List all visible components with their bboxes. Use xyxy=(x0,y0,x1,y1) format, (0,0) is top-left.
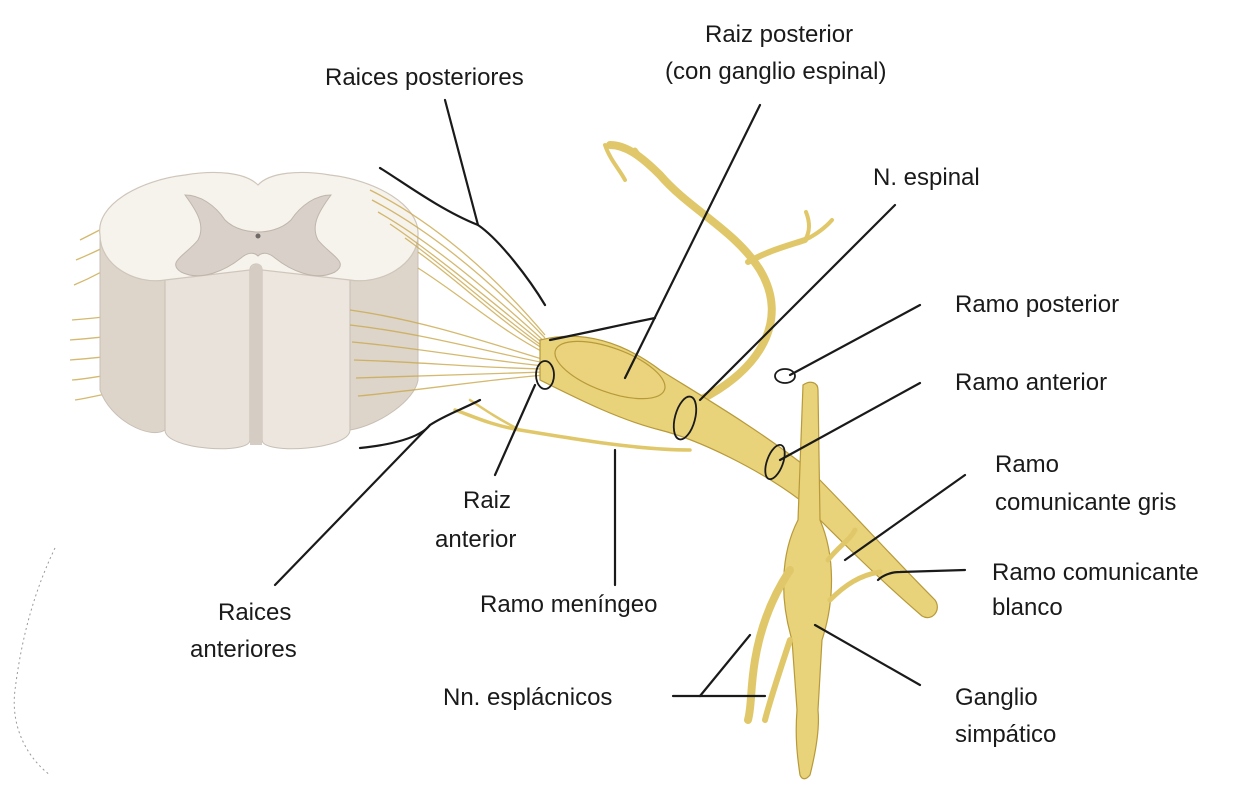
cord-lateral-left xyxy=(99,234,166,434)
label-ramo-gris-line1: Ramo xyxy=(995,451,1059,478)
white-ramus-branch xyxy=(827,569,883,603)
splanchnic-branch xyxy=(744,566,794,724)
central-canal xyxy=(255,233,261,239)
label-raiz-anterior-line1: Raiz xyxy=(463,487,511,514)
sympathetic-trunk xyxy=(783,381,833,780)
label-raices-posteriores: Raices posteriores xyxy=(325,64,524,91)
label-ramo-posterior: Ramo posterior xyxy=(955,291,1119,318)
label-ramo-anterior: Ramo anterior xyxy=(955,369,1107,396)
spinal-ganglion xyxy=(554,340,666,400)
label-ramo-gris-line2: comunicante gris xyxy=(995,489,1176,516)
label-ganglio-line2: simpático xyxy=(955,721,1056,748)
label-ganglio-line1: Ganglio xyxy=(955,684,1038,711)
spinal-cord xyxy=(69,171,419,450)
label-raices-anteriores-line2: anteriores xyxy=(190,636,297,663)
anterior-root-fibers xyxy=(349,309,546,397)
label-nn-esplacnicos: Nn. esplácnicos xyxy=(443,684,612,711)
spinal-nerve xyxy=(453,141,938,780)
anterior-median-fissure xyxy=(250,264,263,445)
label-ramo-blanco-line2: blanco xyxy=(992,594,1063,621)
label-ramo-meningeo: Ramo meníngeo xyxy=(480,591,657,618)
label-raiz-posterior-line1: Raiz posterior xyxy=(705,21,853,48)
white-matter xyxy=(99,171,419,282)
cord-anterior-right xyxy=(261,269,351,450)
nerve-trunk xyxy=(539,335,938,619)
label-raiz-anterior-line2: anterior xyxy=(435,526,516,553)
ramo-meningeo-branch xyxy=(453,408,692,452)
leader-lines xyxy=(273,98,967,698)
cord-anterior-left xyxy=(164,269,251,450)
gray-ramus-branch xyxy=(825,527,858,563)
label-raiz-posterior-line2: (con ganglio espinal) xyxy=(665,58,886,85)
label-ramo-blanco-line1: Ramo comunicante xyxy=(992,559,1199,586)
labels: Raices posteriores Raiz posterior (con g… xyxy=(190,21,1199,748)
vertebra-outline-hint xyxy=(13,547,56,776)
label-raices-anteriores-line1: Raices xyxy=(218,599,291,626)
posterior-root-fibers xyxy=(369,189,546,354)
ring-markers xyxy=(535,360,796,481)
cord-lateral-right xyxy=(349,234,419,431)
label-n-espinal: N. espinal xyxy=(873,164,980,191)
